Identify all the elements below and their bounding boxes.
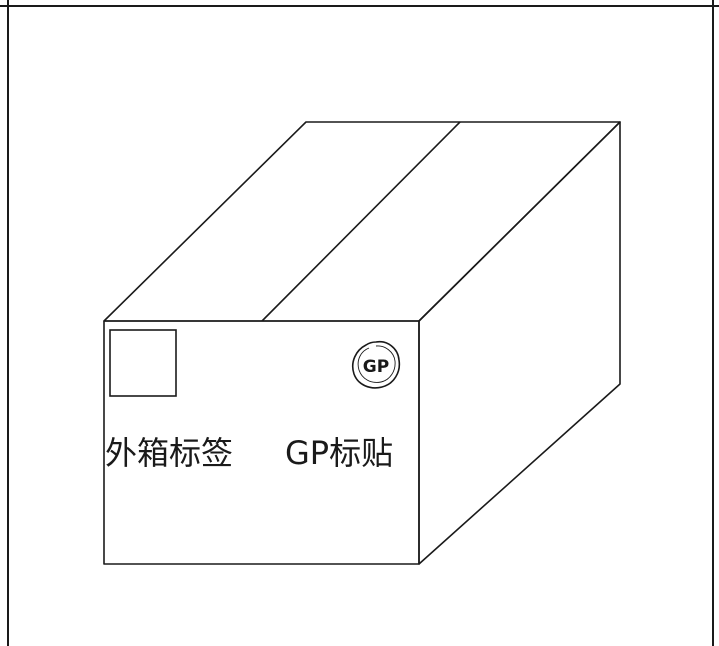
- gp-seal-icon: GP: [351, 340, 401, 389]
- box-right-face: [418, 121, 621, 565]
- carton-box: [103, 121, 621, 565]
- gp-sticker-label-text: GP标贴: [285, 434, 393, 472]
- box-top-tape-line: [261, 121, 461, 322]
- gp-seal-text: GP: [363, 357, 389, 377]
- outer-box-label-text: 外箱标签: [105, 434, 233, 472]
- outer-box-label-square: [109, 329, 177, 397]
